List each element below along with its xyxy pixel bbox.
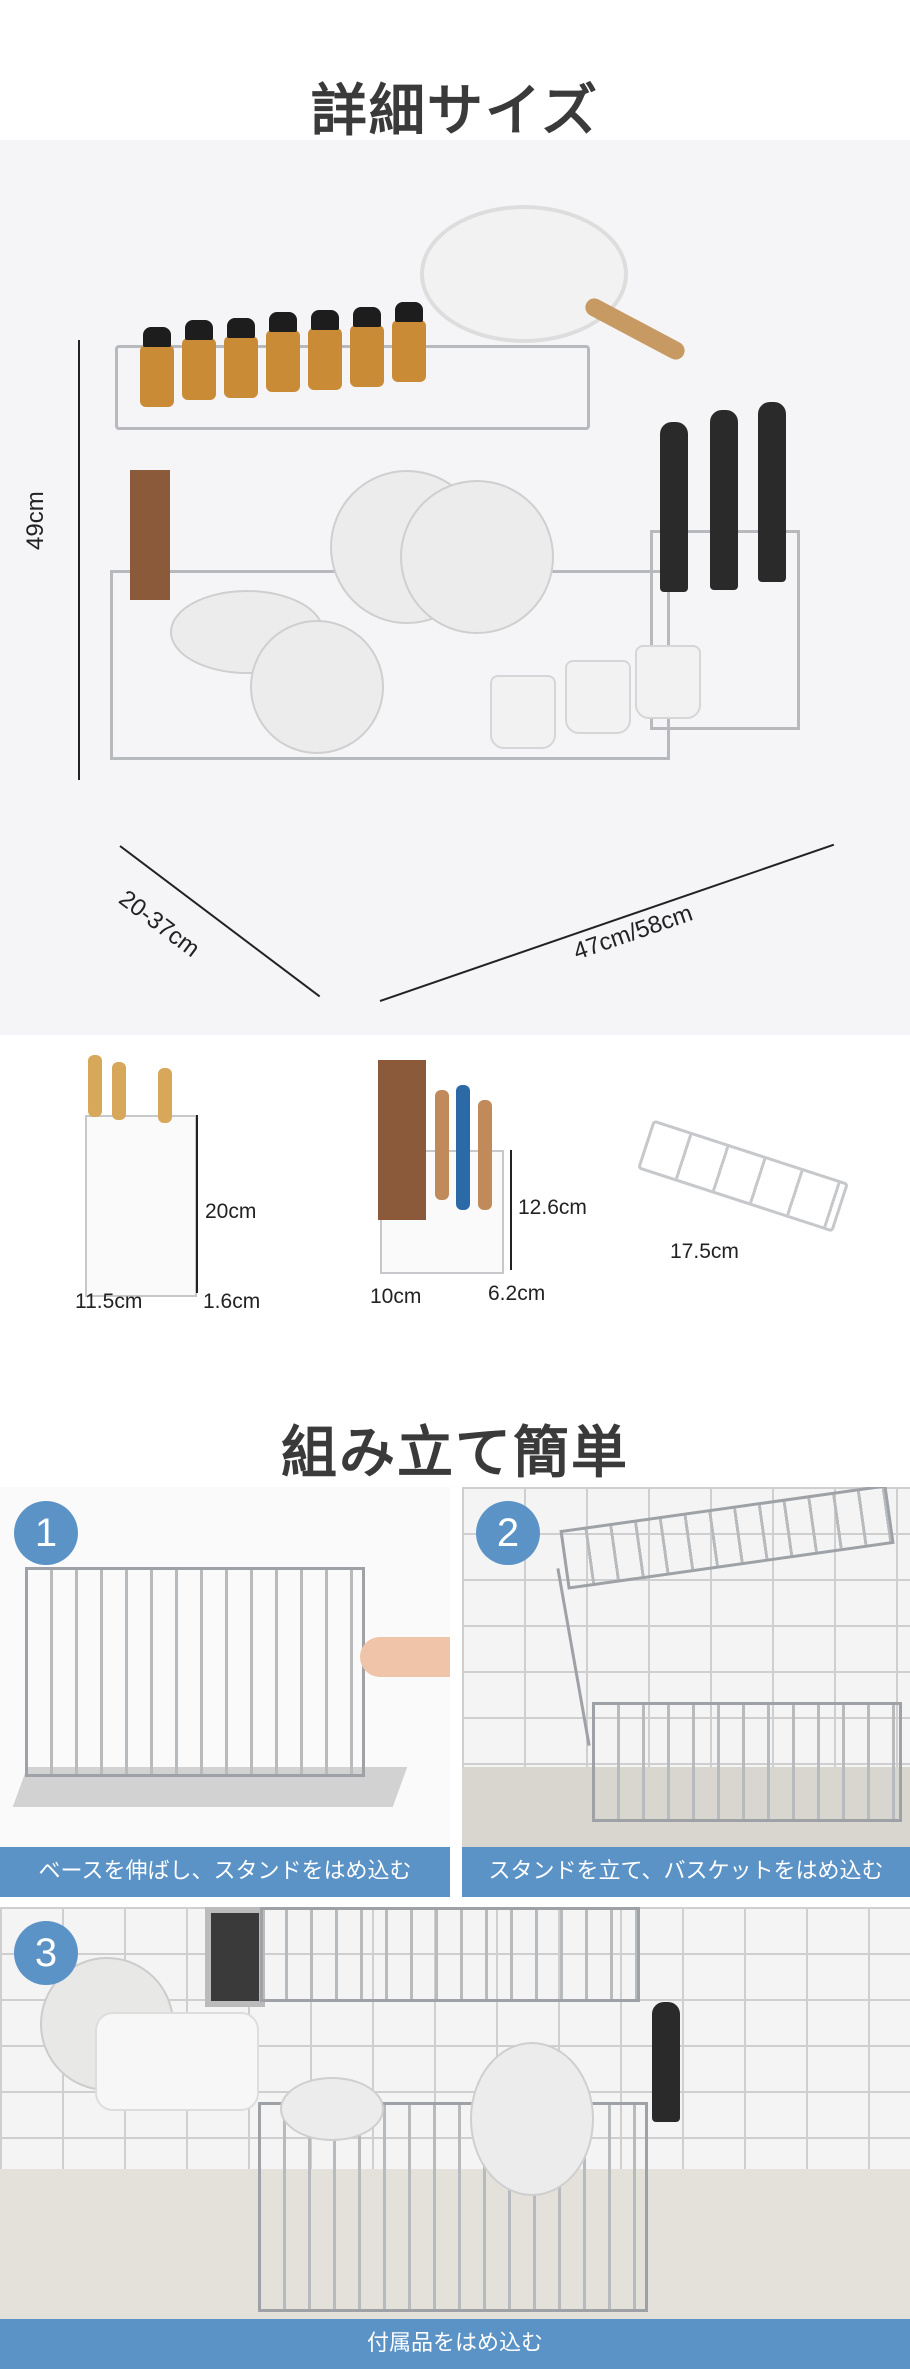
depth-label: 20-37cm	[113, 885, 205, 963]
hand	[360, 1637, 450, 1677]
toaster	[95, 2012, 259, 2111]
step-2-basket	[592, 1702, 902, 1822]
utensil-holder-depth: 6.2cm	[488, 1282, 546, 1305]
section-title-assembly: 組み立て簡単	[281, 1419, 629, 1486]
product-dimension-image: 49cm 20-37cm 47cm/58cm	[0, 140, 910, 1035]
section-title-size: 詳細サイズ	[310, 77, 600, 144]
frying-pan	[420, 205, 628, 343]
chopsticks	[130, 470, 170, 600]
utensil-holder-height: 12.6cm	[518, 1196, 587, 1219]
step-3-number: 3	[14, 1921, 78, 1985]
knife-holder-height: 20cm	[205, 1200, 257, 1223]
knife-holder-width: 11.5cm	[75, 1290, 143, 1313]
height-dimension-line	[78, 340, 80, 780]
width-label: 47cm/58cm	[570, 899, 697, 966]
step-1-number: 1	[14, 1501, 78, 1565]
height-label: 49cm	[22, 491, 49, 550]
step-2-number: 2	[476, 1501, 540, 1565]
step-3-panel: 3 付属品をはめ込む	[0, 1907, 910, 2369]
width-dimension-line	[379, 843, 835, 1002]
window	[205, 1907, 265, 2007]
knife-holder-depth: 1.6cm	[203, 1290, 261, 1313]
cups	[490, 675, 556, 749]
step-1-caption: ベースを伸ばし、スタンドをはめ込む	[0, 1847, 450, 1897]
step-3-upper-shelf	[260, 1907, 640, 2002]
step-1-rack	[25, 1567, 365, 1777]
cup-holder-width: 17.5cm	[670, 1240, 739, 1263]
step-2-panel: 2 スタンドを立て、バスケットをはめ込む	[462, 1487, 910, 1897]
step-3-caption: 付属品をはめ込む	[0, 2319, 910, 2369]
utensil-holder-width: 10cm	[370, 1285, 422, 1308]
step-1-panel: 1 ベースを伸ばし、スタンドをはめ込む	[0, 1487, 450, 1897]
step-2-caption: スタンドを立て、バスケットをはめ込む	[462, 1847, 910, 1897]
